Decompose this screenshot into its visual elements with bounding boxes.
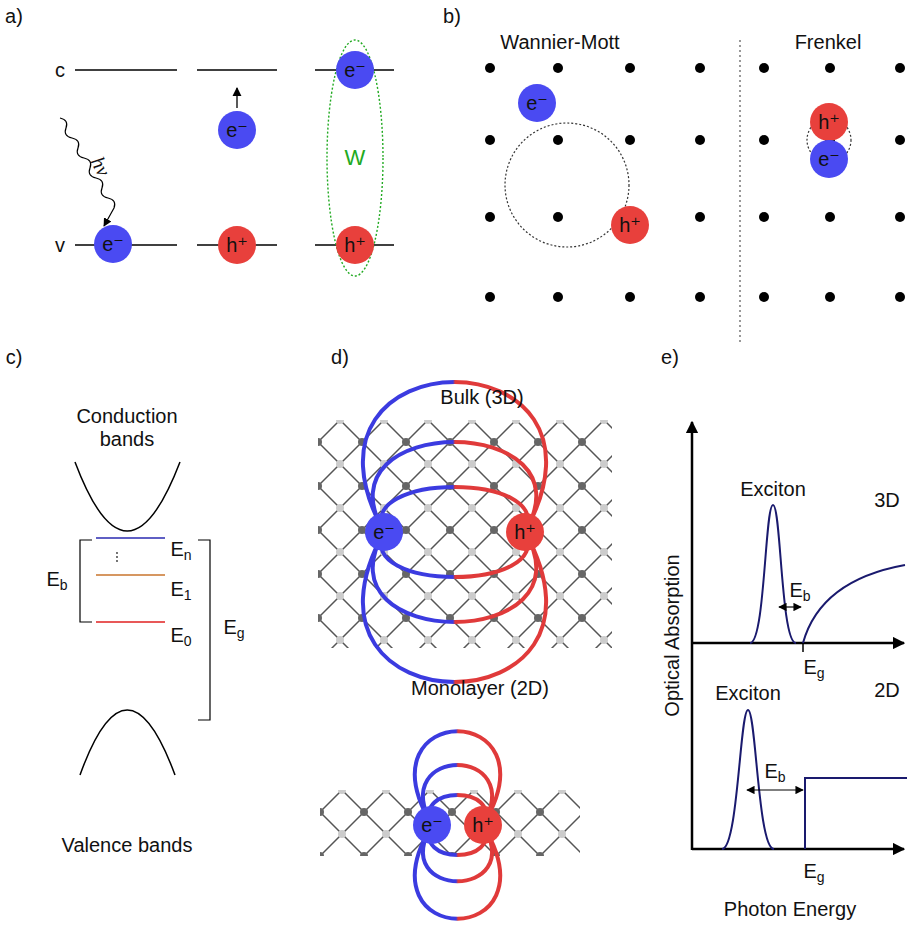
panel-letter: d)	[331, 346, 349, 369]
panel-letter: c)	[6, 346, 23, 369]
charge-symbol: h⁺	[226, 233, 248, 257]
photon-label: hν	[85, 152, 114, 179]
energy-label: Eb	[46, 568, 67, 593]
charge-symbol: e⁻	[526, 91, 548, 115]
charge-symbol: e⁻	[818, 147, 840, 171]
panel-title: Monolayer (2D)	[411, 677, 549, 700]
axis-title: Optical Absorption	[660, 554, 683, 716]
energy-label: En	[170, 538, 191, 563]
exciton-ellipse: We⁻ h⁺	[325, 38, 385, 278]
electron: e⁻	[518, 84, 556, 122]
energy-label: E1	[170, 578, 191, 603]
panel-title: Wannier-Mott	[500, 31, 619, 54]
axis-title: Photon Energy	[724, 898, 856, 921]
conduction-parabola	[75, 462, 180, 531]
panel-letter: a)	[5, 5, 23, 28]
electron: e⁻	[336, 51, 374, 89]
peak-label: Exciton	[740, 478, 806, 501]
curve-label: 3D	[874, 489, 900, 512]
charge-symbol: e⁻	[344, 58, 366, 82]
band-label: Valence bands	[57, 834, 197, 857]
band-label: Conduction bands	[57, 405, 197, 451]
energy-label: Eb	[764, 760, 785, 785]
charge-symbol: h⁺	[619, 213, 641, 237]
electron: e⁻	[810, 140, 848, 178]
energy-label: Eb	[789, 579, 810, 604]
level-n	[96, 537, 165, 539]
divider	[739, 40, 740, 342]
charge-symbol: e⁻	[102, 232, 124, 256]
gap-tick	[802, 643, 804, 652]
panel-letter: e)	[661, 346, 679, 369]
excitation-arrow	[236, 88, 237, 108]
energy-label: Eg	[223, 616, 244, 641]
curve-label: 2D	[874, 679, 900, 702]
hole: h⁺	[218, 226, 256, 264]
bracket	[80, 540, 92, 622]
peak-label: Exciton	[715, 682, 781, 705]
binding-arrow	[747, 789, 803, 790]
valence-parabola	[80, 710, 175, 775]
ellipsis-dots	[116, 552, 118, 562]
field-lines	[363, 382, 546, 682]
level-1	[96, 574, 165, 576]
field-lines	[415, 731, 500, 919]
electron: e⁻	[218, 111, 256, 149]
energy-label: Eg	[803, 656, 824, 681]
level-0	[96, 621, 165, 623]
hole: h⁺	[506, 513, 544, 551]
hole: h⁺	[810, 103, 848, 141]
charge-symbol: h⁺	[514, 520, 536, 544]
lattice-dots	[485, 63, 905, 302]
exciton-peak	[750, 505, 796, 643]
binding-arrow	[779, 606, 801, 607]
y-axis	[691, 422, 694, 850]
band-label: c	[55, 59, 65, 82]
hole: h⁺	[336, 226, 374, 264]
charge-symbol: e⁻	[373, 520, 395, 544]
monolayer-lattice	[320, 790, 580, 856]
bracket	[198, 540, 210, 720]
charge-symbol: e⁻	[226, 118, 248, 142]
charge-symbol: e⁻	[421, 813, 443, 837]
electron: e⁻	[365, 513, 403, 551]
energy-label: E0	[170, 624, 191, 649]
panel-title: Frenkel	[795, 31, 862, 54]
panel-letter: b)	[443, 5, 461, 28]
continuum-step	[805, 778, 907, 849]
energy-label: Eg	[803, 860, 824, 885]
panel-title: Bulk (3D)	[440, 386, 523, 409]
band-lines	[75, 70, 394, 245]
electron: e⁻	[94, 225, 132, 263]
hole: h⁺	[464, 806, 502, 844]
x-axis	[692, 642, 904, 645]
coulomb-label: W	[345, 145, 366, 171]
continuum	[803, 565, 905, 643]
charge-symbol: h⁺	[344, 233, 366, 257]
band-label: v	[55, 234, 65, 257]
photon-wave	[60, 118, 115, 226]
hole: h⁺	[611, 206, 649, 244]
charge-symbol: h⁺	[472, 813, 494, 837]
charge-symbol: h⁺	[818, 110, 840, 134]
electron: e⁻	[413, 806, 451, 844]
